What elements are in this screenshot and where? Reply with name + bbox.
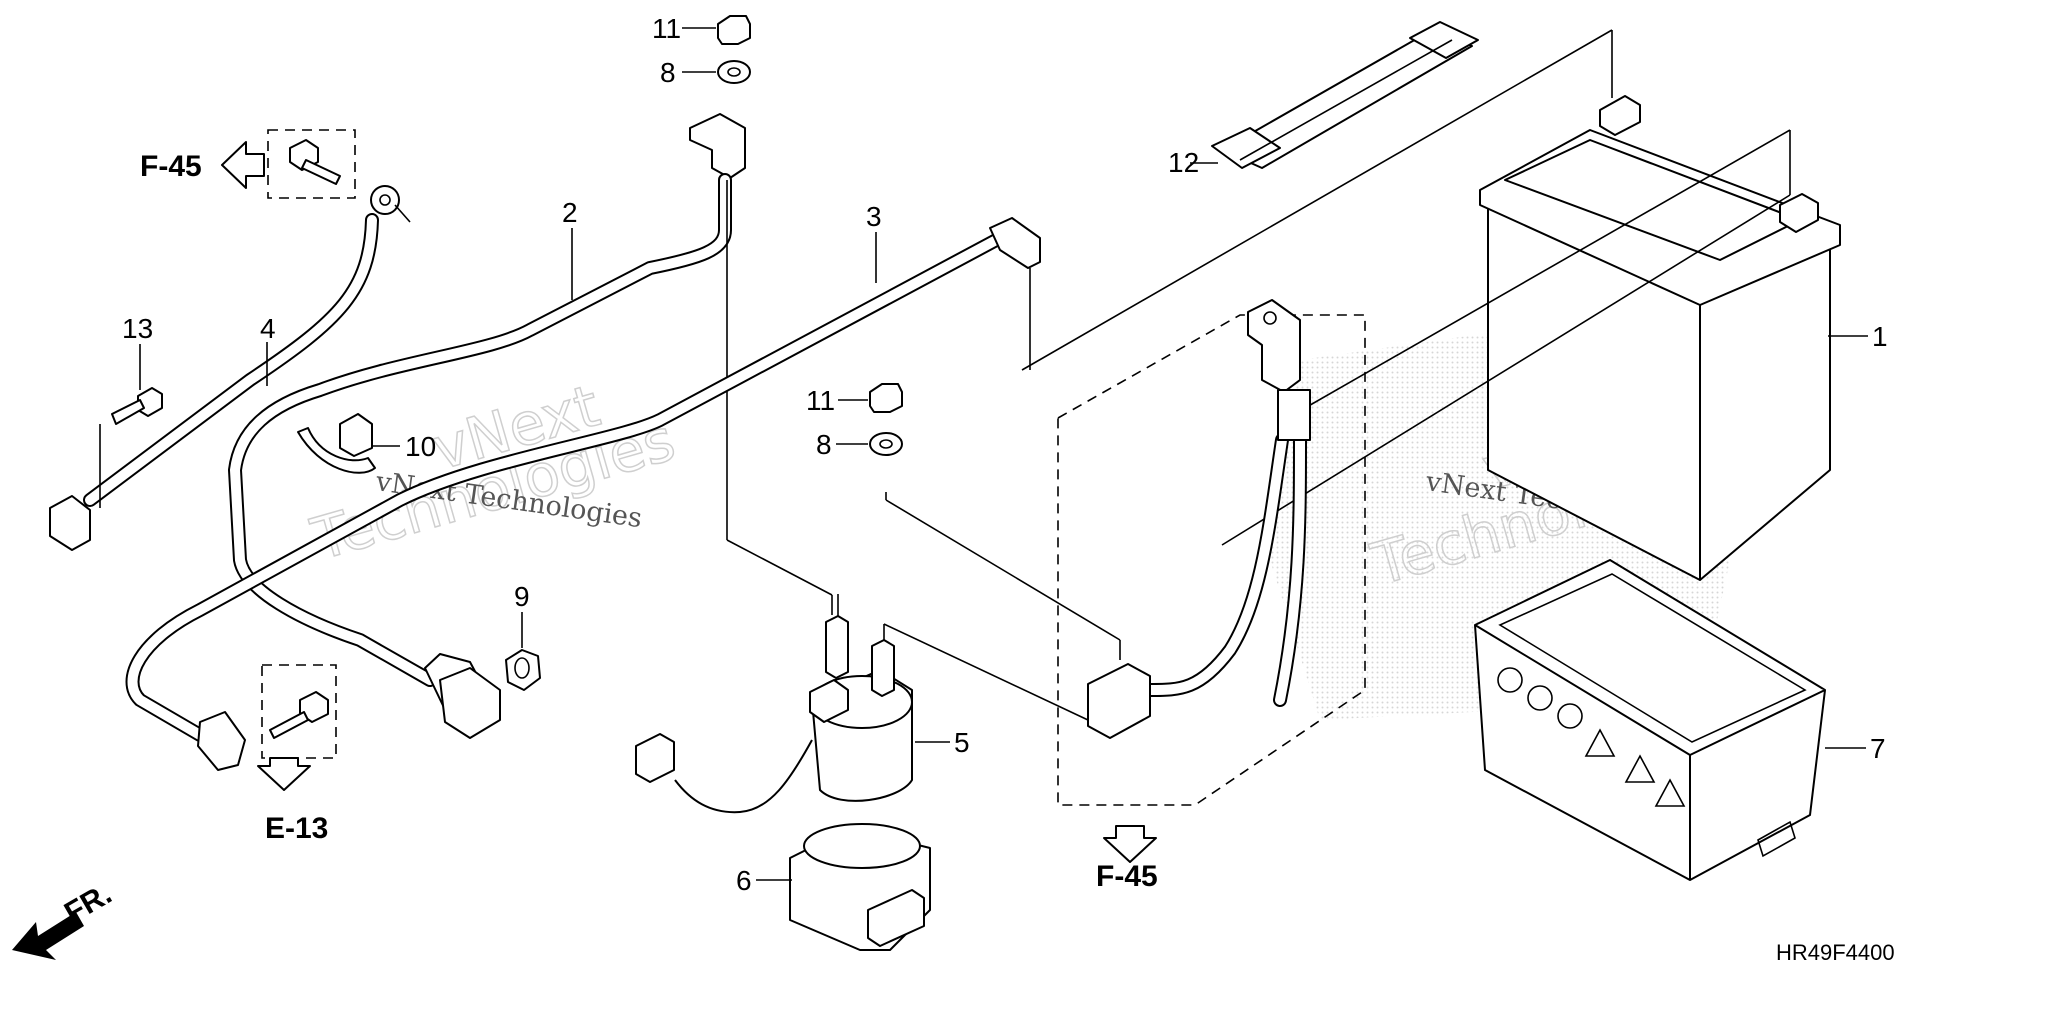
- label-12: 12: [1168, 147, 1199, 178]
- label-10: 10: [405, 431, 436, 462]
- f45-ref-bottom: F-45: [1096, 860, 1158, 893]
- washer-mid: [869, 432, 903, 500]
- battery-box: [1474, 559, 1826, 881]
- label-11-mid: 11: [806, 385, 835, 416]
- cable-clamp: [297, 413, 376, 474]
- label-4: 4: [260, 313, 276, 344]
- diagram-code: HR49F4400: [1776, 940, 1895, 965]
- label-3: 3: [866, 201, 882, 232]
- nut-mid: [869, 383, 903, 413]
- bolt-13: [99, 387, 163, 508]
- front-arrow: FR.: [12, 877, 117, 960]
- battery-strap: [1211, 21, 1479, 169]
- nut-9: [505, 649, 541, 691]
- battery: [1021, 29, 1841, 581]
- nut-top: [717, 15, 751, 45]
- f45-arrow-bottom: F-45: [1096, 825, 1158, 893]
- e13-arrow: E-13: [257, 757, 328, 845]
- label-2: 2: [562, 197, 578, 228]
- label-8-mid: 8: [816, 429, 832, 460]
- starter-relay: [635, 594, 1089, 814]
- dashed-bolt-box-bottom: [261, 664, 337, 759]
- f45-ref-top: F-45: [140, 150, 202, 183]
- label-1: 1: [1872, 321, 1888, 352]
- positive-cable: [125, 217, 1041, 771]
- label-13: 13: [122, 313, 153, 344]
- dashed-assembly-box: [1057, 314, 1366, 806]
- leader-8-mid-ext: [885, 499, 1121, 641]
- positive-cable-terminal: [1087, 299, 1311, 739]
- washer-top: [717, 60, 751, 84]
- relay-cover: [789, 823, 931, 951]
- label-7: 7: [1870, 733, 1886, 764]
- e13-ref: E-13: [265, 812, 328, 845]
- starter-cable: [228, 113, 833, 739]
- label-11-top: 11: [652, 13, 681, 44]
- label-9: 9: [514, 581, 530, 612]
- dashed-bolt-box-top: [267, 129, 356, 199]
- label-5: 5: [954, 727, 970, 758]
- label-6: 6: [736, 865, 752, 896]
- label-8-top: 8: [660, 57, 676, 88]
- f45-arrow-top: F-45: [140, 141, 265, 189]
